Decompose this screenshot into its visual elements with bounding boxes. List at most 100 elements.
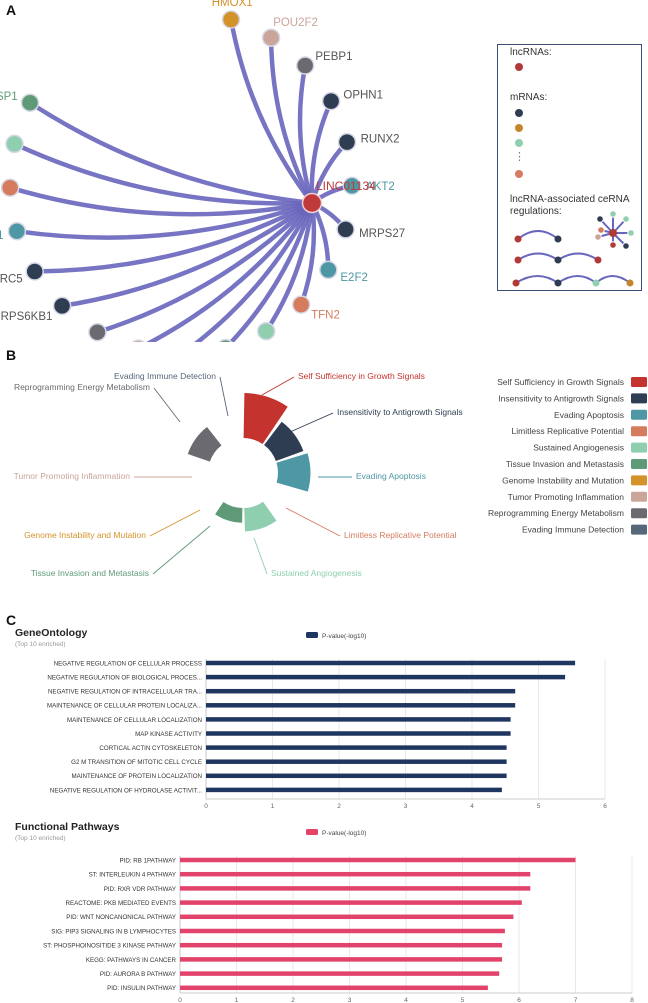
network-node-label: BIRC5: [0, 274, 23, 286]
chart-legend-swatch: [306, 632, 318, 638]
network-edge: [7, 185, 315, 217]
chart-category-label: MAINTENANCE OF CELLULAR LOCALIZATION: [67, 717, 202, 724]
network-edge: [12, 141, 315, 206]
hallmark-segment: [243, 393, 288, 444]
legend-mrna-dot: [515, 170, 523, 178]
hallmark-legend-label: Insensitivity to Antigrowth Signals: [498, 393, 624, 403]
chart-x-tick: 3: [404, 803, 408, 810]
legend-dot: [514, 256, 522, 264]
chart-category-label: PID: RB 1PATHWAY: [120, 857, 177, 864]
chart-category-label: NEGATIVE REGULATION OF HYDROLASE ACTIVIT…: [50, 787, 202, 794]
chart-bar: [206, 660, 576, 666]
chart-legend-label: P-value(-log10): [322, 830, 366, 837]
legend-star-dot: [609, 241, 617, 249]
chart-bar: [206, 787, 502, 793]
network-edge: [297, 63, 315, 206]
network-edge: [95, 200, 315, 335]
panel-label-b: B: [6, 347, 17, 363]
hallmark-leader-line: [253, 537, 268, 575]
network-node-label: LASP1: [0, 91, 18, 103]
network-edge: [263, 200, 315, 334]
hallmark-legend-label: Reprogramming Energy Metabolism: [488, 508, 624, 518]
chart-x-tick: 6: [603, 803, 607, 810]
legend-star-center: [609, 229, 617, 237]
chart-x-tick: 1: [235, 997, 239, 1003]
hallmark-segment: [215, 502, 243, 523]
network-edge: [298, 200, 317, 307]
legend-dot: [594, 256, 602, 264]
panel-label-c: C: [6, 612, 17, 628]
legend-dot: [514, 235, 522, 243]
chart-x-tick: 0: [204, 803, 208, 810]
legend-star-dot: [596, 215, 604, 223]
network-edge: [228, 200, 315, 342]
network-edge: [14, 200, 315, 240]
hallmark-legend-swatch: [631, 491, 647, 502]
chart-legend-swatch: [306, 829, 318, 835]
chart-category-label: PID: WNT NONCANONICAL PATHWAY: [66, 914, 176, 921]
network-edge: [228, 17, 315, 206]
hallmark-legend-label: Sustained Angiogenesis: [533, 443, 624, 453]
network-node: [337, 132, 357, 152]
legend-graphics: [512, 63, 635, 287]
chart-bar: [206, 731, 511, 736]
hallmark-label: Insensitivity to Antigrowth Signals: [337, 407, 463, 417]
chart-category-label: PID: RXR VDR PATHWAY: [104, 886, 176, 893]
chart-category-label: REACTOME: PKB MEDIATED EVENTS: [66, 900, 176, 907]
hallmark-legend-swatch: [631, 377, 647, 387]
legend-ellipsis: ⋮: [514, 151, 525, 163]
chart-x-tick: 4: [404, 997, 408, 1003]
hallmark-leader-line: [261, 376, 295, 396]
network-node: [342, 176, 362, 196]
legend-regulation-title-2: regulations:: [510, 206, 562, 217]
legend-star-dot: [597, 226, 605, 234]
hallmark-legend-label: Tumor Promoting Inflammation: [508, 492, 625, 502]
legend-mrna-dot: [515, 139, 523, 147]
chart-x-tick: 7: [574, 997, 578, 1003]
chart-x-tick: 8: [630, 997, 634, 1003]
hallmark-label: Evading Apoptosis: [356, 471, 426, 481]
chart-x-tick: 2: [291, 997, 295, 1003]
chart-x-tick: 2: [337, 803, 341, 810]
legend-dot: [554, 279, 562, 287]
legend-regulation-title: lncRNA-associated ceRNA: [510, 194, 630, 205]
network-node: [20, 93, 40, 112]
chart-bar: [180, 900, 522, 905]
hallmark-legend-label: Evading Apoptosis: [554, 410, 624, 420]
chart-bar: [180, 914, 514, 920]
network-node-label: AKT2: [366, 181, 395, 193]
chart-bar: [180, 886, 531, 891]
network-node: [5, 134, 24, 154]
legend-dot: [626, 279, 634, 287]
network-node: [261, 28, 281, 47]
hallmark-label: Tissue Invasion and Metastasis: [31, 568, 149, 578]
chart-x-tick: 6: [517, 997, 521, 1003]
legend-dot: [592, 279, 600, 287]
hallmark-legend-swatch: [631, 409, 647, 420]
network-node: [218, 338, 233, 342]
legend-mrna-dot: [515, 124, 523, 132]
chart-x-tick: 1: [271, 803, 275, 810]
network-node: [25, 262, 44, 281]
hallmark-legend-swatch: [631, 442, 647, 453]
gene-ontology-chart: GeneOntology(Top 10 enriched)P-value(-lo…: [15, 627, 607, 810]
network-node-label: RUNX2: [361, 134, 400, 146]
chart-bar: [180, 928, 505, 934]
network-edge: [309, 98, 334, 206]
hallmark-segments: [187, 393, 311, 532]
network-node-label: E2F2: [340, 272, 368, 284]
network-node-label: TFN2: [311, 310, 340, 322]
chart-legend-label: P-value(-log10): [322, 633, 366, 640]
hallmark-segment: [244, 501, 277, 532]
network-edge: [146, 200, 315, 342]
network-node: [221, 10, 241, 29]
network-node: [295, 56, 315, 75]
hallmark-legend-swatch: [631, 475, 647, 486]
hallmark-leader-line: [149, 509, 201, 537]
hallmark-label: Genome Instability and Mutation: [24, 530, 146, 540]
network-node-label: HMOX1: [212, 0, 253, 9]
legend-lncrna-dot: [515, 63, 523, 71]
chart-subtitle: (Top 10 enriched): [15, 835, 66, 842]
chart-category-label: MAINTENANCE OF PROTEIN LOCALIZATION: [71, 773, 202, 780]
hallmark-label: Reprogramming Energy Metabolism: [14, 382, 150, 392]
